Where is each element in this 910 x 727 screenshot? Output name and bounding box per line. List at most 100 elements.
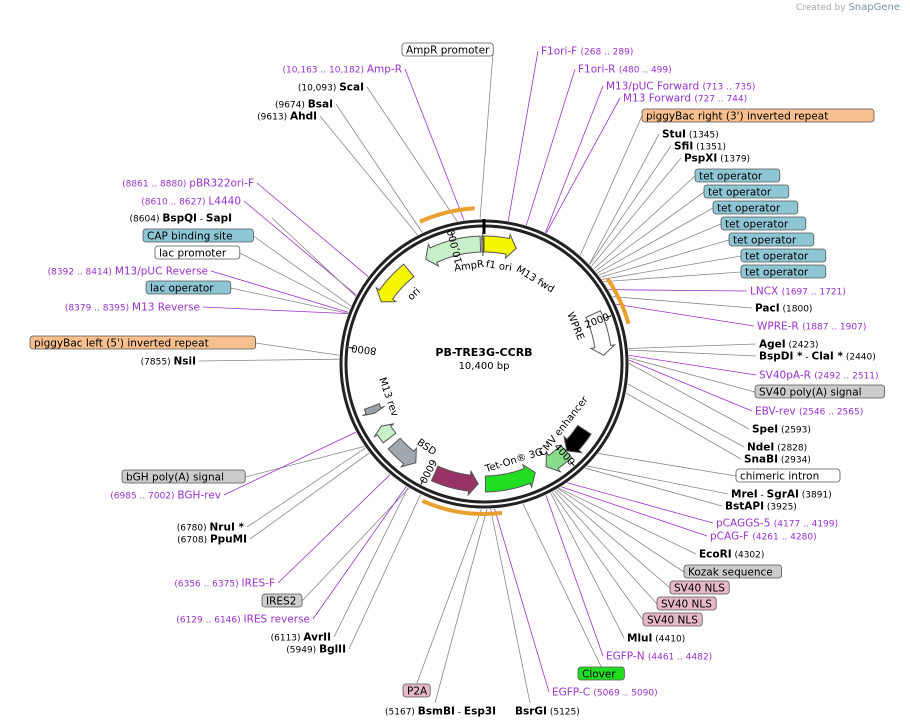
map-label: SV40 poly(A) signal — [754, 384, 886, 399]
leader-line — [256, 182, 369, 277]
site-label: (8604) BspQI - SapI — [130, 213, 232, 225]
feature-arrow — [387, 437, 417, 468]
feature-box — [154, 245, 241, 260]
map-label: (8604) BspQI - SapI — [130, 213, 232, 225]
leader-line — [366, 86, 458, 222]
site-name: NsiI — [173, 356, 196, 368]
site-coords: (10,093) — [298, 84, 339, 94]
feature-box — [142, 228, 254, 243]
feature-box-label: AmpR promoter — [406, 45, 490, 57]
feature-box-label: SV40 NLS — [647, 615, 698, 627]
site-label: BstAPI (3925) — [725, 501, 797, 513]
site-label: (7855) NsiI — [141, 356, 196, 368]
map-label: tet operator — [694, 168, 781, 183]
site-coords: (4410) — [652, 635, 685, 645]
map-label: M13 Forward (727 .. 744) — [623, 93, 747, 105]
map-label: PacI (1800) — [755, 303, 812, 315]
primer-name: IRES-F — [241, 578, 275, 590]
leader-line — [522, 503, 602, 668]
site-coords: (9674) — [275, 101, 308, 111]
feature-inner-label: BSD — [415, 437, 439, 458]
primer-coords: (1697 .. 1721) — [782, 288, 846, 298]
site-name: PacI — [755, 303, 780, 315]
primer-coords: (2492 .. 2511) — [814, 372, 878, 382]
feature-arrow — [585, 310, 617, 356]
map-label: tet operator — [720, 216, 807, 231]
map-label: NdeI (2828) — [747, 442, 807, 454]
site-name: AgeI — [759, 339, 786, 351]
primer-name: EGFP-N — [606, 651, 648, 663]
site-label: (9674) BsaI — [275, 99, 333, 111]
primer-label: (8392 .. 8414) M13/pUC Reverse — [48, 266, 208, 278]
tick-mark — [569, 460, 575, 467]
feature-box-label: tet operator — [725, 219, 789, 231]
site-label: (5167) BsmBI - Esp3I — [385, 706, 496, 718]
primer-name: IRES reverse — [244, 614, 311, 626]
feature-box-label: Kozak sequence — [688, 567, 773, 579]
primer-name: pCAG-F — [710, 531, 752, 543]
site-name: NdeI — [747, 442, 774, 454]
primer-label: WPRE-R (1887 .. 1907) — [757, 321, 866, 333]
primer-name: WPRE-R — [757, 321, 802, 333]
feature-box — [740, 264, 827, 279]
leader-line — [246, 447, 366, 528]
site-coords: (2828) — [774, 444, 807, 454]
feature-arrow — [563, 424, 592, 454]
site-label: PspXI (1379) — [684, 153, 750, 165]
leader-line — [319, 115, 418, 236]
feature-box — [261, 593, 303, 608]
tick-label: 8000 — [351, 342, 378, 356]
site-name: SpeI — [752, 424, 778, 436]
site-name-2: SapI — [206, 213, 232, 225]
leader-line — [558, 487, 697, 555]
site-coords: (6113) — [271, 634, 304, 644]
feature-arrow — [373, 423, 397, 444]
feature-box — [754, 384, 886, 399]
feature-box — [642, 612, 703, 627]
primer-label: EGFP-N (4461 .. 4482) — [606, 651, 712, 663]
map-label: pCAGGS-5 (4177 .. 4199) — [716, 518, 838, 530]
primer-coords: (727 .. 744) — [694, 95, 747, 105]
site-coords: (1800) — [780, 305, 813, 315]
leader-line — [556, 489, 671, 589]
leader-line — [628, 349, 757, 357]
primer-label: EGFP-C (5069 .. 5090) — [552, 687, 658, 699]
map-label: (6113) AvrII — [271, 632, 331, 644]
map-label: (8379 .. 8395) M13 Reverse — [65, 302, 200, 314]
leader-line — [627, 383, 745, 448]
site-label: (5949) BglII — [286, 644, 346, 656]
feature-box — [728, 232, 815, 247]
site-coords: (2593) — [778, 426, 811, 436]
feature-arrow — [545, 444, 573, 473]
primer-label: (6985 .. 7002) BGH-rev — [110, 490, 221, 502]
leader-line — [230, 287, 349, 314]
map-label: MreI - SgrAI (3891) — [731, 489, 832, 501]
map-label: lac promoter — [154, 245, 241, 260]
primer-label: (8610 .. 8627) L4440 — [141, 196, 241, 208]
feature-box-label: SV40 NLS — [661, 599, 712, 611]
map-label: StuI (1345) — [662, 129, 719, 141]
feature-box — [121, 469, 246, 484]
primer-coords: (713 .. 735) — [703, 83, 756, 93]
map-label: SfiI (1351) — [674, 141, 726, 153]
map-label: F1ori-F (268 .. 289) — [541, 46, 633, 58]
map-label: BsrGI (5125) — [515, 706, 580, 718]
leader-line — [416, 508, 482, 685]
feature-box-label: tet operator — [717, 203, 781, 215]
map-label: chimeric intron — [735, 468, 841, 483]
leader-line — [551, 491, 644, 621]
primer-label: F1ori-F (268 .. 289) — [541, 46, 633, 58]
feature-arrow — [362, 402, 385, 417]
primer-label: pCAGGS-5 (4177 .. 4199) — [716, 518, 838, 530]
site-coords: (1379) — [717, 155, 750, 165]
site-coords: (9613) — [257, 113, 290, 123]
feature-arrow — [484, 463, 536, 493]
site-coords: (3925) — [764, 503, 797, 513]
primer-coords: (8392 .. 8414) — [48, 268, 115, 278]
site-coords: (5125) — [547, 708, 580, 718]
map-label: tet operator — [703, 184, 790, 199]
leader-line — [479, 49, 494, 220]
site-sep: - — [758, 491, 767, 501]
map-label: (8610 .. 8627) L4440 — [141, 196, 241, 208]
credit: Created by SnapGene — [796, 2, 900, 13]
